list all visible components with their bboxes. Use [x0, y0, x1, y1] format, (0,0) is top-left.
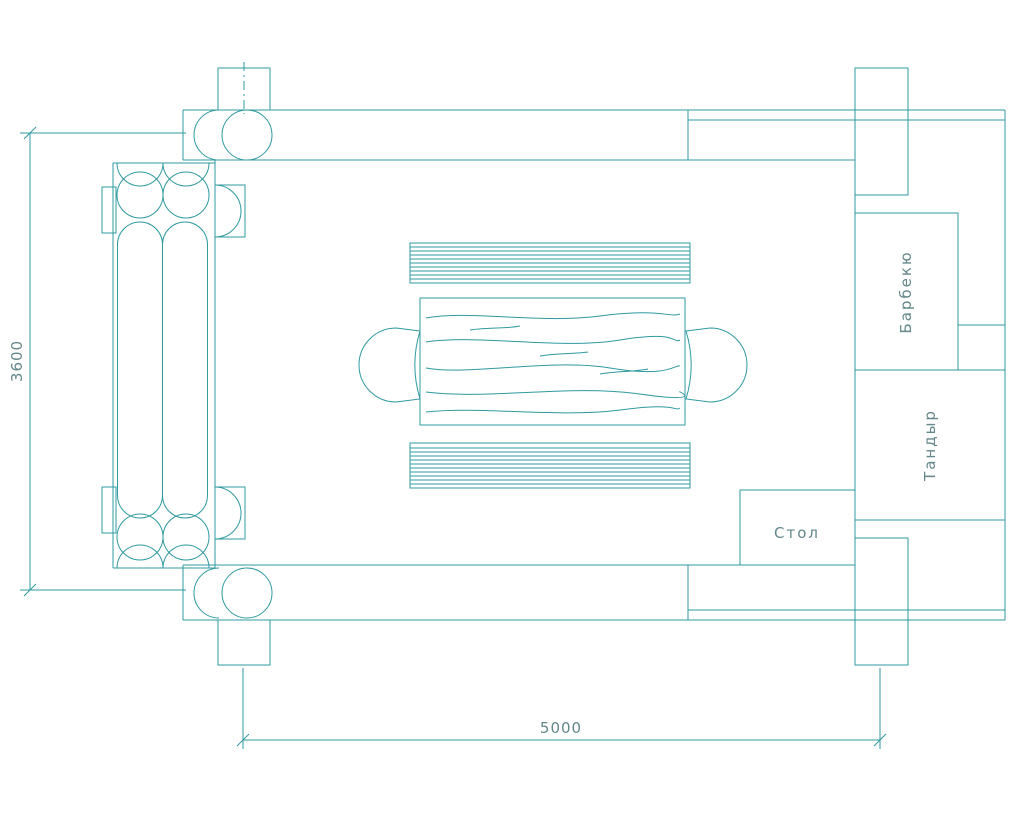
log-capsule-right [162, 221, 208, 519]
bottom-wall [182, 564, 1005, 621]
right-wall [854, 110, 1006, 620]
wall-tie-top [101, 186, 117, 234]
dimension-vertical-label: 3600 [8, 340, 26, 382]
joint-top [214, 184, 246, 238]
dimension-horizontal-label: 5000 [540, 719, 582, 737]
dining-table [419, 297, 686, 426]
dim-tick [873, 733, 887, 747]
barbecue-area: Барбекю [854, 212, 959, 371]
tandoor-label: Тандыр [921, 409, 939, 482]
log-capsule-left [117, 221, 163, 519]
dimension-horizontal: 5000 [236, 668, 887, 749]
side-table-label: Стол [774, 524, 820, 542]
column-top-right [854, 67, 909, 196]
top-wall [182, 109, 1005, 161]
dim-tick [236, 733, 250, 747]
column-bottom-left [217, 619, 271, 666]
left-log-wall [101, 160, 246, 569]
chair-left [358, 327, 421, 403]
wall-tie-bottom [101, 486, 117, 534]
bench-top [409, 242, 691, 284]
tandoor-area: Тандыр [854, 369, 1006, 521]
dimension-vertical: 3600 [8, 126, 186, 597]
log-ends-bottom [193, 567, 273, 619]
column-top-left [217, 62, 271, 114]
side-table-area: Стол [739, 489, 856, 566]
dim-tick [23, 583, 37, 597]
column-bottom-right [854, 537, 909, 666]
joint-bottom [214, 486, 246, 540]
barbecue-label: Барбекю [897, 250, 915, 333]
log-ends-top [193, 109, 273, 161]
bench-bottom [409, 442, 691, 489]
dim-tick [23, 126, 37, 140]
chair-right [685, 327, 748, 403]
